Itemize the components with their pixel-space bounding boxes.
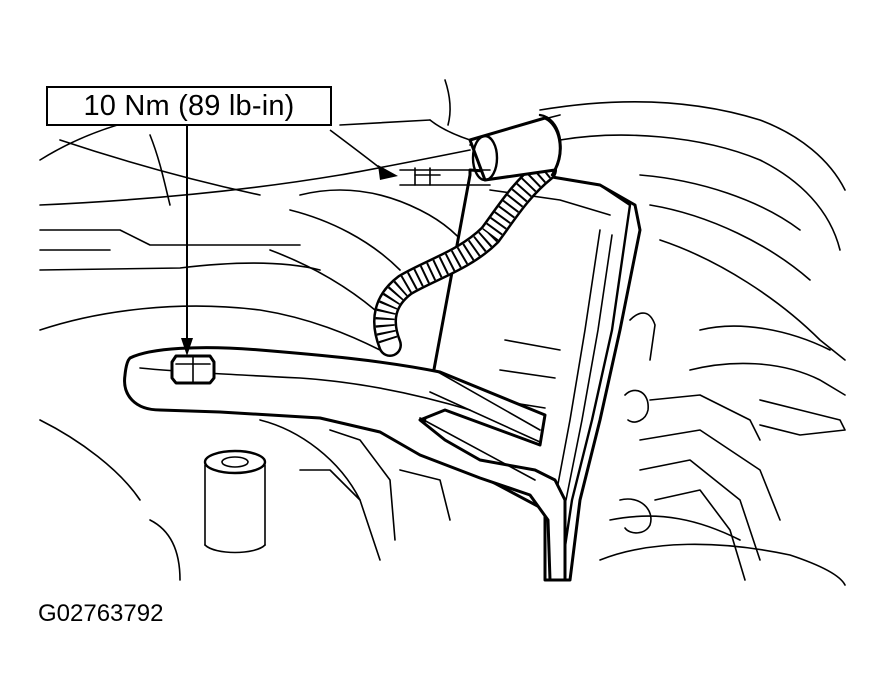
background-engine-lines [39,79,846,586]
upper-hose-connector [399,113,562,186]
torque-callout-label: 10 Nm (89 lb-in) [46,86,332,126]
mounting-post [203,449,267,554]
figure-id-label: G02763792 [38,600,164,627]
torque-leader-line [181,126,193,356]
wiring-harness-conduit [373,158,557,357]
bolt [170,354,216,385]
connector-pointer-arrow [329,129,398,180]
